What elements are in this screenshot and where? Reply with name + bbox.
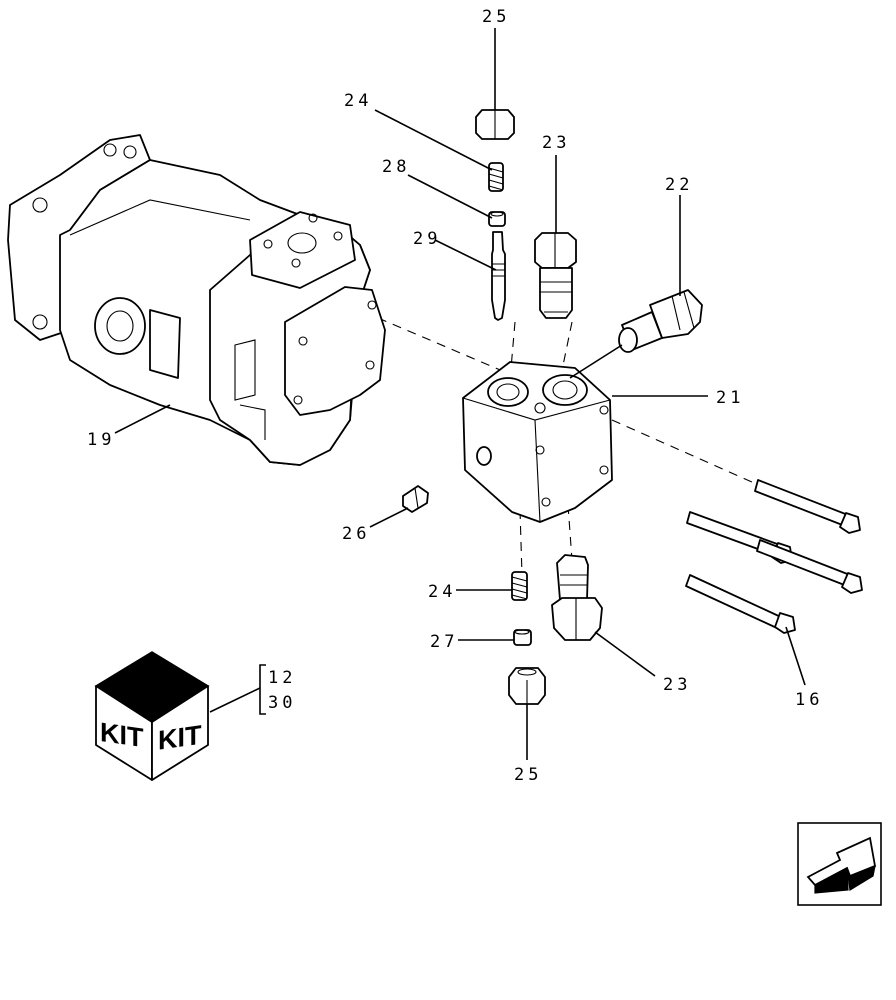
kit-label-left: KIT [100, 716, 144, 753]
callout-23-bottom: 23 [663, 675, 691, 695]
callout-26: 26 [342, 524, 370, 544]
plug-25-top [475, 109, 515, 140]
plug-25-bottom [508, 667, 546, 705]
washer-28 [488, 211, 506, 227]
callout-24-top: 24 [344, 91, 372, 111]
callout-28: 28 [382, 157, 410, 177]
callout-25-bottom: 25 [514, 765, 542, 785]
callouts: 25 24 28 29 23 22 21 19 26 24 27 25 23 1… [87, 7, 823, 785]
kit-box: KIT KIT 12 30 [94, 651, 296, 781]
kit-label-right: KIT [158, 719, 202, 756]
spring-24-top [488, 162, 504, 192]
callout-27: 27 [430, 632, 458, 652]
valve-block-21 [462, 361, 613, 523]
kit-ref-12: 12 [268, 668, 296, 688]
callout-21: 21 [716, 388, 744, 408]
bolts-16 [685, 479, 863, 634]
callout-16: 16 [795, 690, 823, 710]
spring-24-bottom [511, 571, 528, 601]
fitting-22 [618, 289, 703, 353]
pump-19 [7, 134, 386, 466]
leader-lines [114, 28, 806, 760]
callout-25-top: 25 [482, 7, 510, 27]
back-arrow-icon[interactable] [797, 822, 882, 906]
cartridge-valve-23-top [534, 232, 577, 319]
poppet-29 [491, 231, 506, 321]
cartridge-valve-23-bottom [551, 554, 603, 641]
callout-24-bottom: 24 [428, 582, 456, 602]
callout-29: 29 [413, 229, 441, 249]
fitting-26 [402, 485, 429, 513]
callout-22: 22 [665, 175, 693, 195]
callout-19: 19 [87, 430, 115, 450]
kit-ref-30: 30 [268, 693, 296, 713]
callout-23-top: 23 [542, 133, 570, 153]
washer-27 [513, 629, 532, 646]
